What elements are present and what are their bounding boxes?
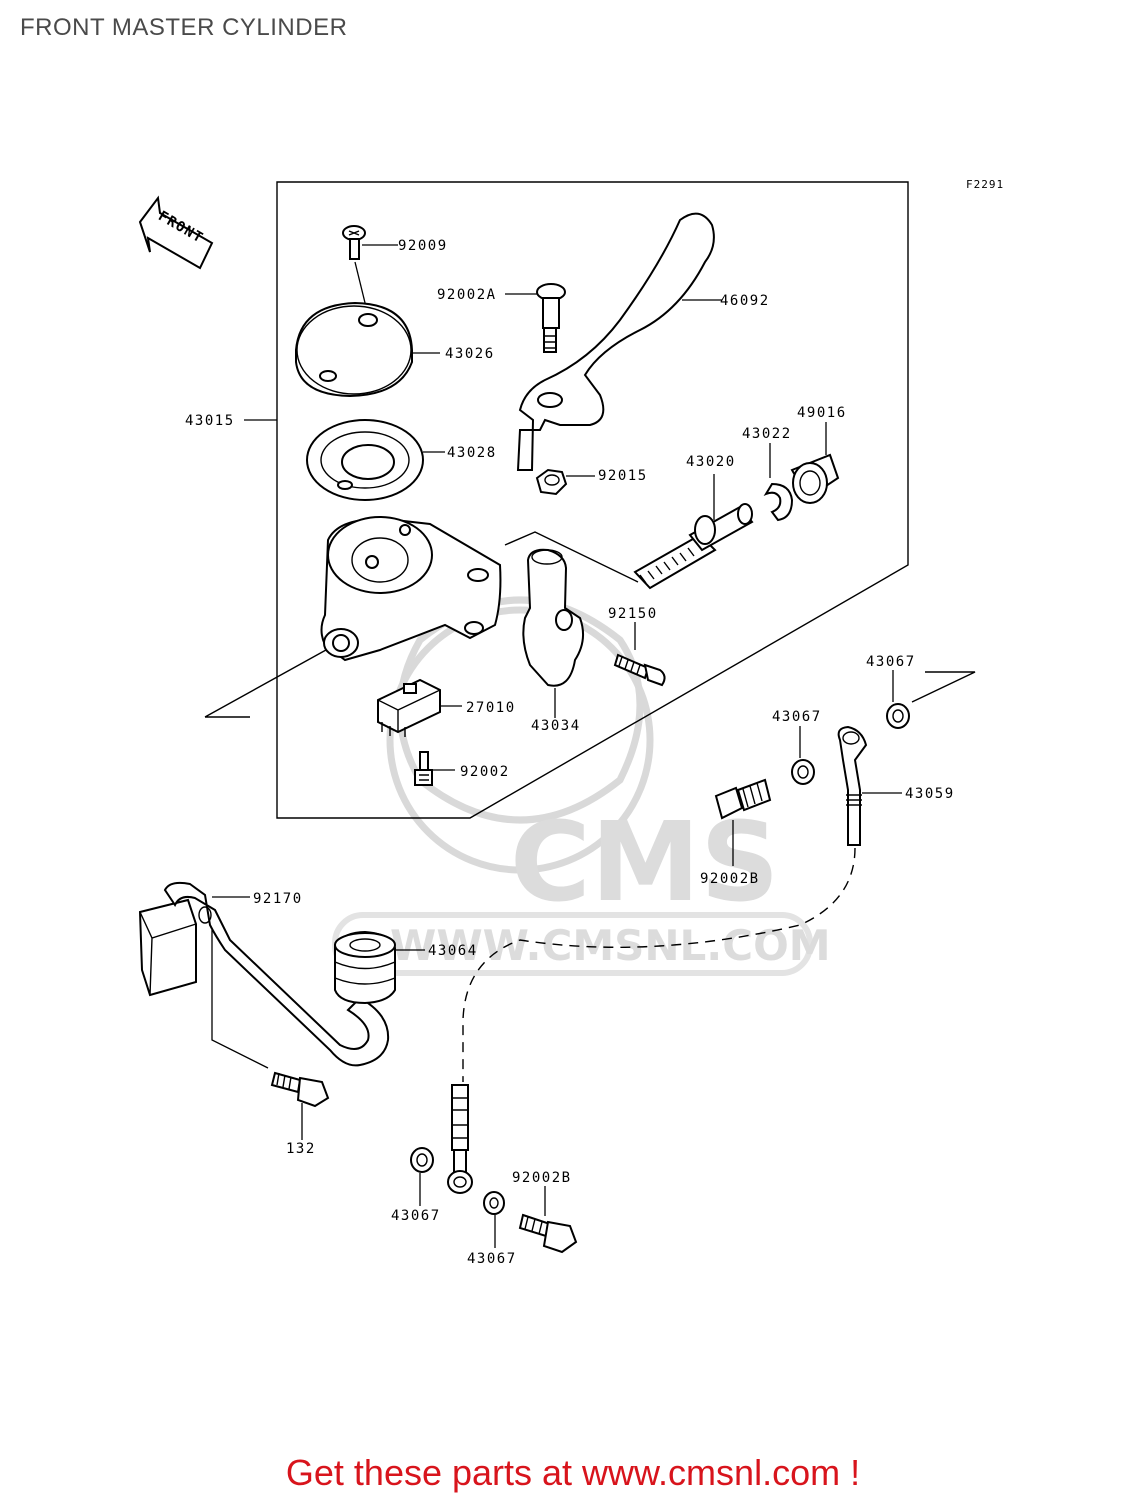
hose-lower-end <box>447 1084 473 1194</box>
part-label[interactable]: 92015 <box>598 468 648 484</box>
part-labels: 92009 92002A 46092 43026 43015 43028 490… <box>185 238 955 1267</box>
part-label[interactable]: 43064 <box>428 943 478 959</box>
screw-92009 <box>342 225 398 316</box>
master-cylinder-body <box>244 419 502 662</box>
part-label[interactable]: 92150 <box>608 606 658 622</box>
brake-hose <box>837 725 902 846</box>
part-label[interactable]: 92170 <box>253 891 303 907</box>
circlip <box>763 443 794 522</box>
pivot-bolt <box>505 283 566 353</box>
part-label[interactable]: 43015 <box>185 413 235 429</box>
part-label[interactable]: 43067 <box>772 709 822 725</box>
parts-diagram: CMS WWW.CMSNL.COM FRONT <box>138 181 976 1267</box>
front-direction-arrow: FRONT <box>138 195 214 270</box>
part-label[interactable]: 92002 <box>460 764 510 780</box>
assembly-boundary <box>276 181 909 819</box>
dust-boot <box>790 422 840 504</box>
part-label[interactable]: 43022 <box>742 426 792 442</box>
clamp-bolt-132 <box>270 1071 330 1140</box>
lever-nut <box>535 468 595 496</box>
banjo-bolt-upper <box>714 778 772 866</box>
part-label[interactable]: 46092 <box>720 293 770 309</box>
switch-screw <box>414 751 455 786</box>
watermark-url: WWW.CMSNL.COM <box>390 921 831 970</box>
figure-code: F2291 <box>966 178 1005 191</box>
handlebar-clamp <box>522 548 585 718</box>
part-label[interactable]: 43028 <box>447 445 497 461</box>
page-title: FRONT MASTER CYLINDER <box>20 14 348 41</box>
reservoir-cap <box>295 301 440 398</box>
part-label[interactable]: 92002B <box>700 871 760 887</box>
clamp-bolt <box>613 622 666 687</box>
part-label[interactable]: 49016 <box>797 405 847 421</box>
part-label[interactable]: 43034 <box>531 718 581 734</box>
part-label[interactable]: 27010 <box>466 700 516 716</box>
part-label[interactable]: 43067 <box>467 1251 517 1267</box>
washer-43067-d <box>483 1191 505 1248</box>
washer-43067-c <box>410 1147 434 1206</box>
part-label[interactable]: 132 <box>286 1141 316 1157</box>
diaphragm <box>306 419 445 501</box>
part-label[interactable]: 92002B <box>512 1170 572 1186</box>
part-label[interactable]: 43020 <box>686 454 736 470</box>
watermark-brand: CMS <box>510 798 779 926</box>
footer-cta[interactable]: Get these parts at www.cmsnl.com ! <box>285 1452 861 1493</box>
grommet <box>334 930 425 1005</box>
part-label[interactable]: 43067 <box>866 654 916 670</box>
hose-routing <box>462 847 856 1082</box>
hose-clamp <box>138 881 390 1069</box>
brake-light-switch <box>377 678 462 737</box>
washer-43067-a <box>886 670 976 729</box>
part-label[interactable]: 92009 <box>398 238 448 254</box>
banjo-bolt-lower <box>518 1186 578 1254</box>
part-label[interactable]: 43067 <box>391 1208 441 1224</box>
part-label[interactable]: 92002A <box>437 287 497 303</box>
part-label[interactable]: 43059 <box>905 786 955 802</box>
part-label[interactable]: 43026 <box>445 346 495 362</box>
brake-lever <box>516 212 722 471</box>
washer-43067-b <box>791 726 815 785</box>
piston-assembly <box>633 474 754 590</box>
